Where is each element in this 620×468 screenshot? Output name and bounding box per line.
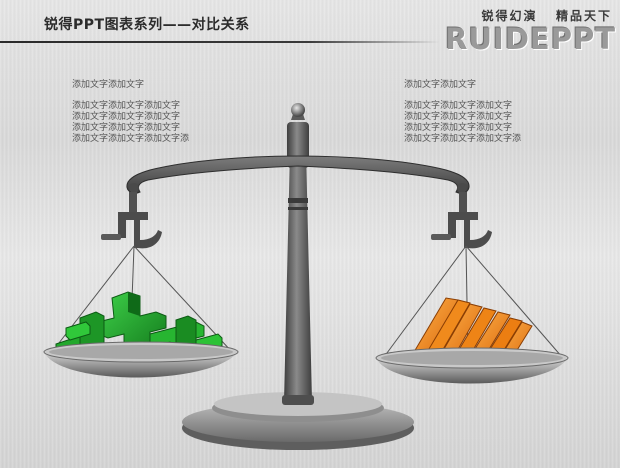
- left-text-line: 添加文字添加文字添加文字添: [72, 134, 190, 144]
- right-pan: [375, 347, 569, 384]
- right-hanger: [431, 192, 492, 249]
- brand-logo: RUIDEPPT: [445, 22, 616, 56]
- right-text-line: 添加文字添加文字添加文字: [404, 123, 513, 133]
- left-text-line: 添加文字添加文字添加文字: [72, 112, 181, 122]
- header-title: 锐得PPT图表系列——对比关系: [44, 17, 250, 33]
- brand-slogan: 锐得幻演 精品天下: [481, 9, 612, 23]
- left-text-block: 添加文字添加文字 添加文字添加文字添加文字 添加文字添加文字添加文字 添加文字添…: [72, 80, 189, 145]
- left-text-line: 添加文字添加文字添加文字: [72, 123, 181, 133]
- left-text-heading: 添加文字添加文字: [72, 80, 145, 90]
- left-pan: [43, 341, 239, 378]
- right-text-line: 添加文字添加文字添加文字: [404, 101, 513, 111]
- left-text-line: 添加文字添加文字添加文字: [72, 101, 181, 111]
- right-text-line: 添加文字添加文字添加文字: [404, 112, 513, 122]
- right-text-line: 添加文字添加文字添加文字添: [404, 134, 522, 144]
- left-hanger: [101, 192, 162, 249]
- right-text-block: 添加文字添加文字 添加文字添加文字添加文字 添加文字添加文字添加文字 添加文字添…: [404, 80, 521, 145]
- scale-post: [282, 103, 314, 405]
- header-divider: [0, 41, 440, 43]
- right-text-heading: 添加文字添加文字: [404, 80, 477, 90]
- scale-beam: [126, 155, 470, 194]
- scale-base: [182, 392, 414, 450]
